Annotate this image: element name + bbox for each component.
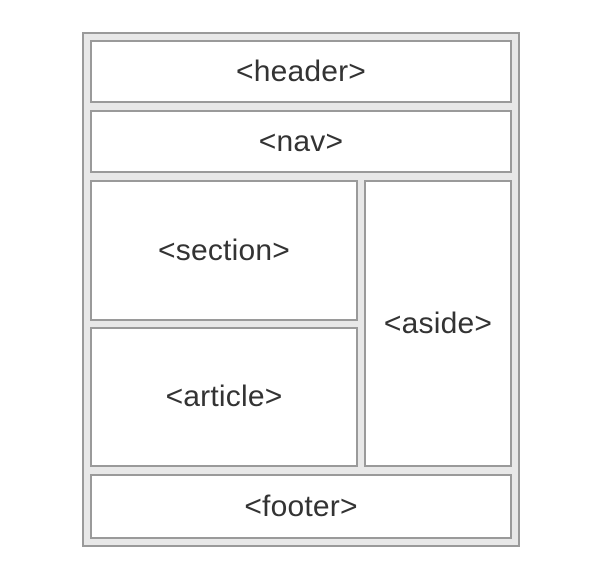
nav-box: <nav> xyxy=(90,110,512,173)
aside-box: <aside> xyxy=(364,180,512,467)
header-box: <header> xyxy=(90,40,512,103)
header-label: <header> xyxy=(235,54,367,88)
aside-label: <aside> xyxy=(383,306,493,340)
article-box: <article> xyxy=(90,327,358,467)
section-box: <section> xyxy=(90,180,358,321)
section-label: <section> xyxy=(158,233,290,267)
footer-box: <footer> xyxy=(90,474,512,539)
nav-label: <nav> xyxy=(258,124,344,158)
article-label: <article> xyxy=(165,380,283,413)
footer-label: <footer> xyxy=(244,489,358,523)
